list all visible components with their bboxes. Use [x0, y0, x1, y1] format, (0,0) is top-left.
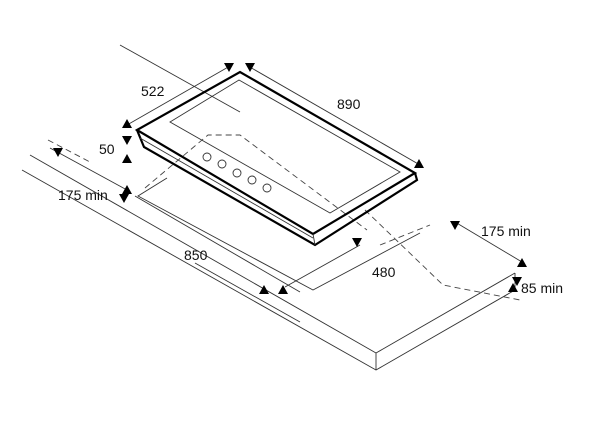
dashed-line — [47, 139, 91, 163]
glass-panel — [169, 79, 401, 214]
arrow-icon — [122, 136, 132, 145]
knob — [262, 183, 272, 193]
hob-top — [134, 70, 418, 236]
knob — [247, 175, 257, 185]
label-hob-depth: 522 — [141, 83, 165, 99]
label-clearance-right: 175 min — [481, 223, 531, 239]
dim-line-890 — [247, 65, 421, 166]
dim-line-175-right — [454, 221, 523, 263]
knob — [202, 152, 212, 162]
arrow-icon — [119, 194, 129, 203]
cutout-outline — [137, 177, 421, 291]
arrow-icon — [259, 285, 269, 294]
arrow-icon — [122, 154, 132, 163]
countertop-top-edge — [29, 154, 516, 354]
dim-line-850 — [134, 195, 301, 293]
arrow-icon — [245, 63, 255, 72]
dim-line-522 — [126, 65, 231, 126]
dim-line-175-left — [49, 147, 128, 191]
dashed-hob-outline — [144, 134, 368, 231]
arrow-icon — [122, 185, 132, 194]
dashed-line — [364, 209, 521, 301]
label-hob-height: 50 — [99, 141, 115, 157]
cutout — [47, 134, 521, 323]
arrow-icon — [508, 283, 518, 292]
arrow-icon — [450, 221, 460, 230]
hob-rim — [139, 137, 314, 239]
arrow-icon — [53, 148, 63, 157]
arrow-icon — [414, 159, 424, 168]
front-guide-line — [194, 262, 301, 323]
hob-corner — [312, 233, 316, 246]
label-cutout-width: 850 — [184, 247, 208, 263]
arrow-icon — [278, 285, 288, 294]
hob-body — [135, 129, 419, 247]
dashed-line — [379, 224, 431, 246]
knob — [232, 168, 242, 178]
knob — [217, 159, 227, 169]
arrow-icon — [224, 63, 234, 72]
label-cutout-depth: 480 — [372, 264, 396, 280]
dim-line-480 — [284, 244, 361, 288]
arrow-icon — [122, 119, 132, 128]
label-clearance-left: 175 min — [58, 187, 108, 203]
arrow-icon — [517, 258, 527, 267]
arrow-icon — [352, 238, 362, 247]
back-edge-line — [119, 44, 241, 113]
dimension-lines — [49, 63, 527, 294]
hob — [134, 70, 419, 247]
label-hob-width: 890 — [337, 96, 361, 112]
arrow-icon — [512, 277, 522, 286]
label-clearance-front: 85 min — [521, 280, 563, 296]
